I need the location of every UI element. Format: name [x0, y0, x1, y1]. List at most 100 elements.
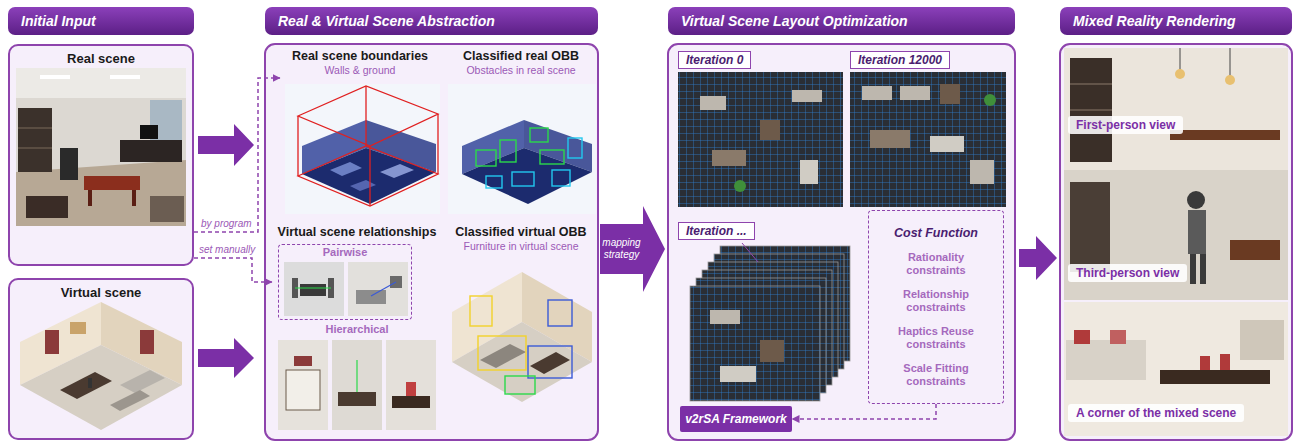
mixed-reality-photos-part [1200, 254, 1206, 284]
iteration-renders-part [700, 96, 726, 110]
mixed-reality-photos-part [1110, 330, 1126, 344]
virtual-scene-render-part [110, 390, 150, 411]
panel-grounds-part [265, 44, 598, 440]
pairwise-examples-part [371, 282, 396, 296]
real-boundary-scan-part-part [437, 114, 438, 174]
panel-grounds-part [8, 278, 194, 440]
real-boundary-scan-part [285, 84, 440, 214]
mixed-reality-photos-part [1064, 170, 1288, 300]
view-label: A corner of the mixed scene [1068, 404, 1244, 422]
abstraction-block: Real scene boundariesWalls & ground [280, 48, 440, 216]
stage-header: Virtual Scene Layout Optimization [668, 7, 1015, 35]
real-boundary-scan-part [330, 162, 362, 176]
mixed-reality-photos-part [1240, 320, 1284, 360]
flow-arrows-part [1019, 236, 1057, 280]
mixed-reality-photos [1064, 48, 1288, 436]
stage-header: Mixed Reality Rendering [1060, 7, 1292, 35]
panel-grounds-part [668, 44, 1015, 440]
mixed-reality-photos-part [1160, 370, 1270, 384]
iteration-renders-part [792, 90, 822, 102]
mixed-reality-photos-part [1230, 240, 1280, 260]
hierarchical-examples-part [294, 356, 312, 366]
node-title: Virtual Scene Layout Optimization [681, 7, 1015, 35]
real-scene-photo-part [84, 176, 140, 190]
pairwise-examples [284, 262, 408, 316]
flow-arrows-part [198, 124, 254, 166]
real-scene-photo-part [16, 68, 186, 98]
stage-header: Real & Virtual Scene Abstraction [265, 7, 598, 35]
mixed-reality-photos-part [1070, 182, 1110, 272]
virtual-obb-render-part-part [478, 336, 526, 370]
iteration-tag: Iteration 12000 [850, 51, 950, 69]
real-boundary-scan-part-part [298, 146, 438, 206]
virtual-obb-render-part-part [528, 346, 572, 378]
iteration-renders-part [678, 72, 843, 207]
iteration-renders-part [970, 160, 994, 184]
node-title: Iteration 0 [686, 53, 743, 67]
hierarchical-examples-part [386, 340, 436, 430]
iteration-stack-part [760, 340, 784, 362]
iteration-tag: Iteration 0 [678, 51, 751, 69]
hierarchical-examples-part [278, 340, 328, 430]
abstraction-block: Classified virtual OBBFurniture in virtu… [444, 224, 598, 436]
virtual-scene-render-part [45, 330, 59, 354]
virtual-obb-render-part [470, 296, 572, 394]
mixed-reality-photos-part [1175, 69, 1185, 79]
real-obb-scan-part-part [476, 150, 496, 166]
dashed-connector [194, 258, 272, 282]
real-obb-scan-part-part [530, 128, 548, 142]
real-obb-scan-part-part [552, 170, 570, 186]
node-title: Real scene boundaries [280, 49, 440, 63]
node-title: Mixed Reality Rendering [1073, 7, 1292, 35]
iteration-renders-part [940, 84, 960, 104]
real-scene-photo-part [110, 75, 140, 79]
mixed-reality-photos-part [1187, 191, 1205, 209]
node-title: Third-person view [1076, 266, 1179, 280]
virtual-obb-render-part [452, 322, 592, 402]
dashed-connector [792, 404, 936, 419]
iteration-stack-part [720, 366, 756, 382]
node-title: Classified virtual OBB [444, 225, 598, 239]
mixed-reality-photos-part [1220, 354, 1230, 370]
node-text: Walls & ground [280, 64, 440, 76]
real-scene-photo-part [60, 148, 78, 180]
iteration-stack [690, 243, 850, 401]
node-title: First-person view [1076, 118, 1175, 132]
section-label: Hierarchical [272, 323, 442, 335]
hierarchical-examples-part [392, 396, 430, 408]
cost-function-box: Cost FunctionRationality constraintsRela… [868, 210, 1004, 404]
virtual-obb-render-part-part [470, 296, 492, 326]
node-title: Virtual scene [10, 285, 192, 300]
real-boundary-scan-part-part [297, 116, 298, 176]
iteration-stack-part [710, 310, 740, 324]
arrow-label: mapping strategy [600, 237, 643, 261]
node-text: Relationship constraints [879, 288, 993, 314]
node-title: Iteration 12000 [858, 53, 942, 67]
abstraction-block: Classified real OBBObstacles in real sce… [444, 48, 598, 216]
iteration-renders-part [850, 72, 1006, 207]
real-obb-scan-part-part [500, 140, 516, 162]
real-scene-photo-part [18, 128, 52, 129]
node-text: Obstacles in real scene [444, 64, 598, 76]
hierarchical-examples-part [406, 382, 416, 396]
dashed-connector [194, 78, 280, 232]
node-title: v2rSA Framework [680, 406, 792, 432]
real-obb-scan-part [462, 148, 592, 204]
mixed-reality-photos-part [1070, 110, 1112, 111]
pairwise-examples-part [284, 262, 344, 316]
real-obb-scan-part [448, 84, 596, 214]
real-boundary-scan-part-part [365, 86, 366, 146]
real-scene-photo-part [88, 190, 92, 206]
real-obb-scan-part [476, 128, 582, 188]
iteration-renders-part [712, 150, 746, 166]
mixed-reality-photos-part [1170, 130, 1280, 140]
mixed-reality-photos-part [1180, 48, 1181, 70]
iteration-renders [678, 72, 1006, 207]
edge-label: set manually [198, 244, 256, 256]
node-title: Virtual scene relationships [272, 225, 442, 239]
mixed-reality-photos-part [1190, 254, 1196, 284]
mixed-reality-photos-part [1225, 75, 1235, 85]
real-boundary-scan [285, 84, 440, 214]
